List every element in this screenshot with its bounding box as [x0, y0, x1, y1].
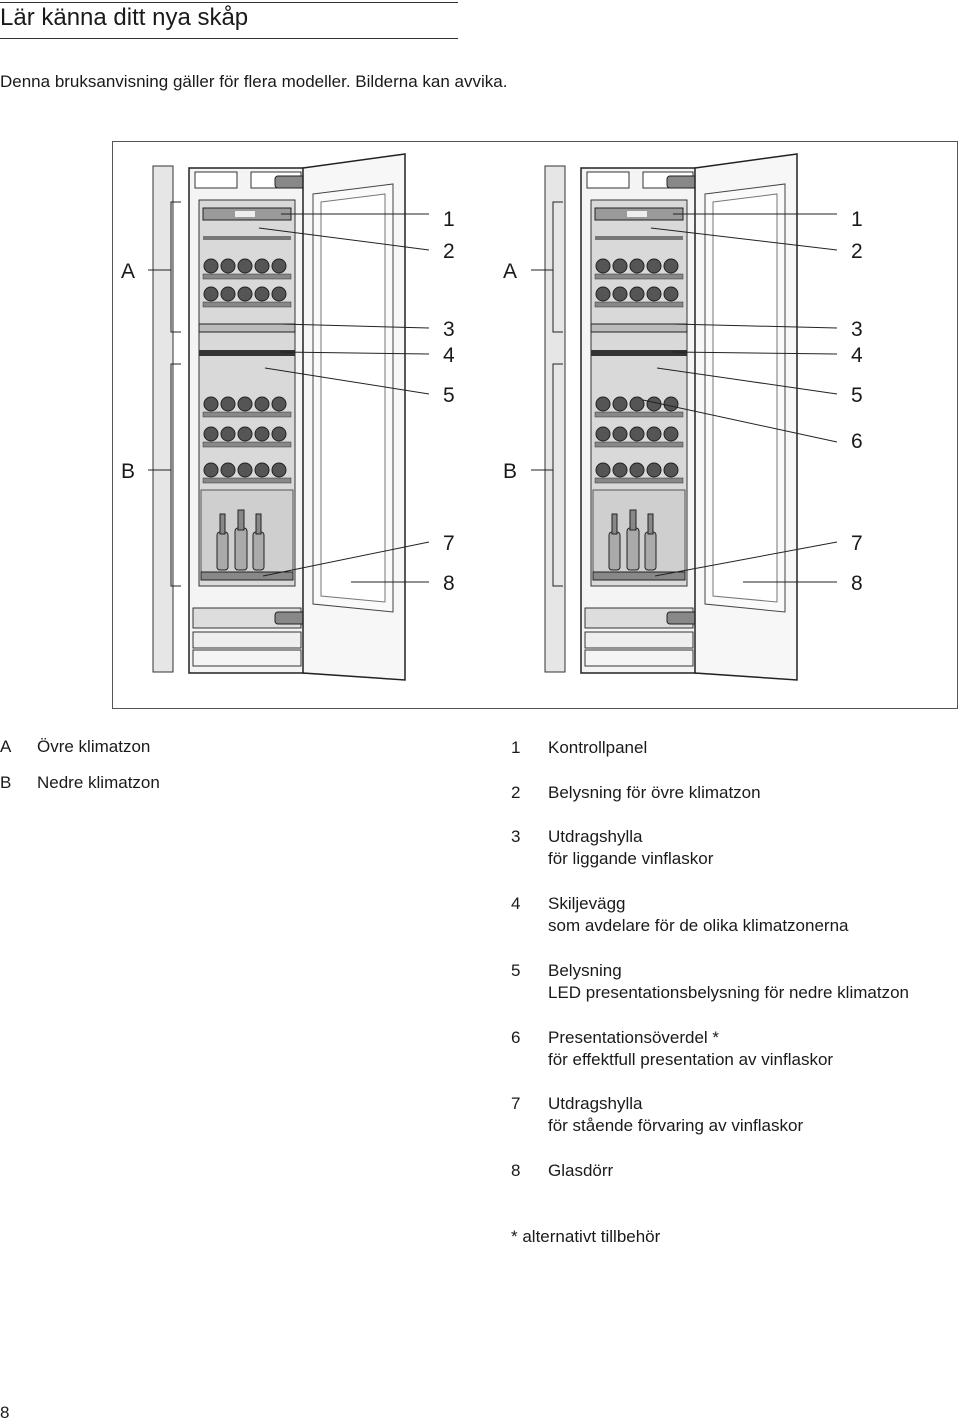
callout-right-7: 7: [851, 532, 863, 555]
zone-label-a-right: A: [503, 260, 517, 283]
part-description: för effektfull presentation av vinflasko…: [548, 1050, 834, 1069]
callout-left-1: 1: [443, 208, 455, 231]
part-title: Utdragshylla: [548, 827, 643, 846]
zone-label: Nedre klimatzon: [37, 773, 160, 792]
footnote: * alternativt tillbehör: [511, 1227, 661, 1246]
callout-left-3: 3: [443, 318, 455, 341]
part-title: Glasdörr: [548, 1161, 614, 1180]
part-description: som avdelare för de olika klimatzonerna: [548, 916, 849, 935]
callout-right-5: 5: [851, 384, 863, 407]
callout-right-8: 8: [851, 572, 863, 595]
part-title: Presentationsöverdel *: [548, 1028, 720, 1047]
part-number: 3: [511, 827, 521, 846]
part-number: 8: [511, 1161, 521, 1180]
part-number: 4: [511, 894, 521, 913]
part-title: Belysning: [548, 961, 622, 980]
zone-label-b-left: B: [121, 460, 135, 483]
cabinet-illustration: A B A B 1 2 3 4 5 7 8: [121, 142, 863, 708]
part-title: Belysning för övre klimatzon: [548, 783, 761, 802]
callout-right-2: 2: [851, 240, 863, 263]
zone-label: Övre klimatzon: [37, 737, 151, 756]
callout-left-4: 4: [443, 344, 455, 367]
callout-right-1: 1: [851, 208, 863, 231]
page-number: 8: [0, 1403, 10, 1422]
callout-left-2: 2: [443, 240, 455, 263]
callout-left-8: 8: [443, 572, 455, 595]
zone-legend-item-b: B Nedre klimatzon: [0, 773, 300, 809]
zone-label-a-left: A: [121, 260, 135, 283]
part-title: Skiljevägg: [548, 894, 626, 913]
callout-right-4: 4: [851, 344, 863, 367]
part-number: 2: [511, 783, 521, 802]
part-description: LED presentationsbelysning för nedre kli…: [548, 983, 909, 1002]
callout-left-5: 5: [443, 384, 455, 407]
header-rule-bottom: [0, 38, 458, 39]
zone-key: A: [0, 737, 12, 756]
intro-text: Denna bruksanvisning gäller för flera mo…: [0, 72, 508, 91]
zone-key: B: [0, 773, 12, 792]
part-number: 5: [511, 961, 521, 980]
callout-right-3: 3: [851, 318, 863, 341]
part-title: Kontrollpanel: [548, 738, 648, 757]
part-number: 7: [511, 1094, 521, 1113]
part-title: Utdragshylla: [548, 1094, 643, 1113]
part-number: 1: [511, 738, 521, 757]
header-rule-top: [0, 2, 458, 3]
part-description: för liggande vinflaskor: [548, 849, 714, 868]
part-description: för stående förvaring av vinflaskor: [548, 1116, 804, 1135]
callout-left-7: 7: [443, 532, 455, 555]
page-title: Lär känna ditt nya skåp: [0, 4, 249, 31]
zone-label-b-right: B: [503, 460, 517, 483]
callout-right-6: 6: [851, 430, 863, 453]
part-number: 6: [511, 1028, 521, 1047]
zone-legend-item-a: A Övre klimatzon: [0, 737, 300, 773]
wine-cabinet-figure: A B A B 1 2 3 4 5 7 8: [112, 141, 958, 709]
zone-legend: A Övre klimatzon B Nedre klimatzon: [0, 737, 300, 809]
